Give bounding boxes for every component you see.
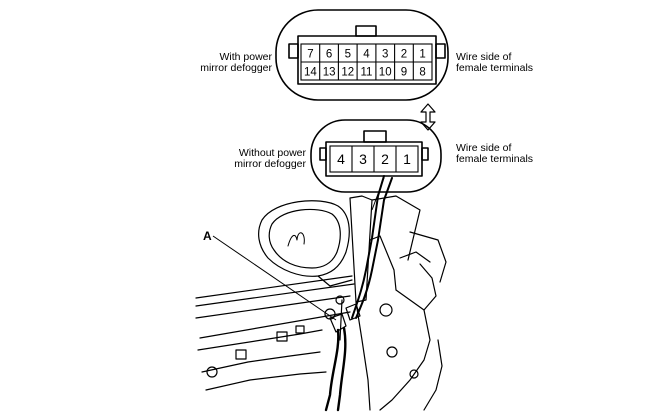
pin-label: 14	[304, 67, 317, 79]
door-illustration	[195, 175, 447, 412]
bottom-left-label: Without power mirror defogger	[216, 148, 306, 170]
pin-label: 11	[361, 67, 373, 79]
pin-label: 1	[403, 151, 411, 167]
top-left-label: With power mirror defogger	[190, 52, 272, 74]
pin-label: 2	[381, 151, 389, 167]
pin-label: 9	[401, 67, 407, 79]
pin-label: 12	[341, 67, 354, 79]
callout-label: A	[203, 229, 212, 243]
bottom-right-label: Wire side of female terminals	[456, 143, 533, 165]
pin-label: 6	[326, 49, 332, 61]
label-line: Wire side of	[456, 51, 512, 63]
top-connector-bubble	[275, 9, 449, 101]
pin-label: 4	[363, 49, 370, 61]
pin-label: 5	[345, 49, 351, 61]
pin-label: 1	[419, 49, 425, 61]
pin-label: 10	[379, 67, 392, 79]
pin-label: 8	[419, 67, 425, 79]
side-mirror	[258, 200, 350, 277]
pin-label: 13	[323, 67, 336, 79]
label-line: Without power	[238, 147, 306, 159]
callout-leader	[212, 235, 337, 321]
pin-label: 2	[401, 49, 407, 61]
label-line: female terminals	[456, 153, 534, 165]
top-right-label: Wire side of female terminals	[456, 52, 533, 74]
label-line: mirror defogger	[200, 62, 272, 74]
label-line: With power	[219, 51, 272, 63]
pin-label: 7	[307, 49, 313, 61]
label-line: female terminals	[456, 62, 534, 74]
door-connector-b	[345, 303, 361, 321]
pin-label: 3	[359, 151, 367, 167]
label-line: Wire side of	[456, 142, 512, 154]
double-arrow-icon	[420, 103, 436, 131]
bottom-connector-bubble	[310, 119, 442, 193]
pin-label: 3	[382, 49, 388, 61]
label-line: mirror defogger	[234, 158, 306, 170]
pin-label: 4	[337, 151, 345, 167]
door-connector-a	[329, 313, 347, 333]
